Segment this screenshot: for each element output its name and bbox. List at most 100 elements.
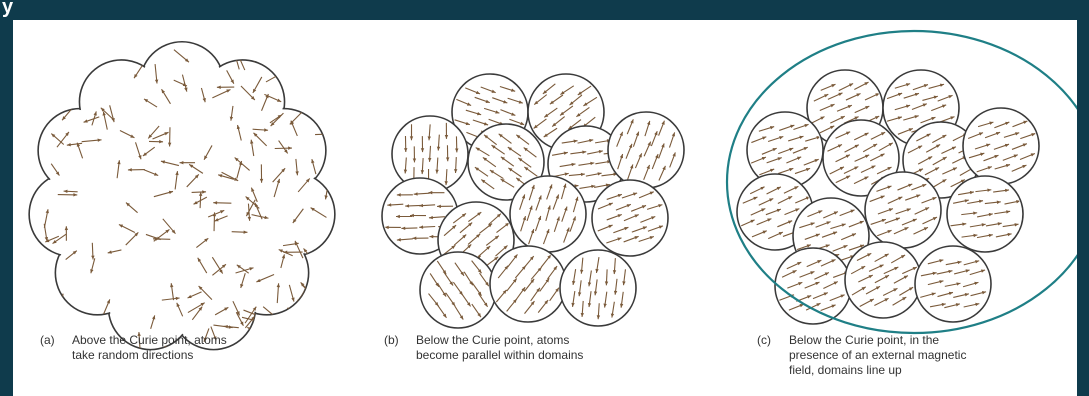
caption-b-line-1: Below the Curie point, atoms [416,333,570,347]
caption-c-line-2: presence of an external magnetic [789,348,967,362]
spin-arrow [500,156,515,167]
spin-arrow [571,290,576,307]
spin-arrow [854,81,869,90]
atom-arrow [181,74,188,92]
spin-arrow [506,298,518,312]
spin-arrow [869,195,885,203]
spin-arrow [868,264,884,272]
spin-arrow [460,292,472,307]
atom-arrow [50,163,60,176]
corner-letter: y [2,0,14,18]
spin-arrow [994,121,1010,129]
atom-arrow [70,60,87,65]
spin-arrow [539,278,550,292]
atom-arrow [179,160,196,165]
spin-arrow [890,254,906,264]
spin-arrow [622,269,627,286]
spin-arrow [651,153,659,170]
atom-arrow [269,114,283,124]
spin-arrow [535,195,542,211]
atom-arrow [226,70,235,84]
spin-arrow [830,223,846,230]
atom-arrow [83,116,100,123]
b-domain [559,249,637,327]
spin-arrow [778,167,794,175]
spin-arrow [597,202,614,210]
spin-arrow [463,271,474,286]
spin-arrow [533,118,547,129]
spin-arrow [452,213,467,224]
atom-arrow [100,107,115,121]
spin-arrow [932,178,947,188]
atom-arrow [250,139,255,157]
spin-arrow [549,94,564,105]
spin-arrow [455,136,459,153]
spin-arrow [804,233,821,240]
spin-arrow [495,289,507,303]
spin-arrow [850,265,866,275]
atom-arrow [50,133,65,145]
spin-arrow [580,257,584,274]
spin-arrow [786,156,802,164]
spin-arrow [623,235,639,243]
spin-arrow [963,260,980,266]
spin-arrow [1012,120,1028,128]
spin-arrow [568,172,585,177]
atom-arrow [153,229,170,242]
atom-arrow [125,202,138,214]
atom-arrow [173,49,190,63]
atom-arrow [187,291,202,299]
spin-arrow [500,178,515,188]
atom-arrow [325,107,335,119]
atom-arrow [197,257,208,274]
spin-arrow [945,260,962,266]
atom-arrow [254,45,261,63]
spin-arrow [526,205,533,222]
spin-arrow [506,278,518,292]
spin-arrow [994,210,1011,215]
spin-arrow [453,157,458,174]
spin-arrow [623,214,639,222]
spin-arrow [903,115,919,121]
spin-arrow [865,285,881,295]
spin-arrow [553,216,560,232]
atom-arrow [64,226,69,241]
spin-arrow [1011,143,1028,150]
spin-arrow [777,220,793,228]
spin-arrow [427,124,431,141]
spin-arrow [788,303,804,311]
spin-arrow [445,145,450,162]
atom-arrow [292,208,304,224]
atom-arrow [260,329,266,348]
atom-arrow [107,249,122,254]
spin-arrow [807,210,823,218]
spin-arrow [617,153,624,170]
spin-arrow [968,152,985,159]
spin-arrow [983,154,999,162]
atom-arrow [273,46,290,58]
caption-b-line-2: become parallel within domains [416,348,584,362]
atom-arrow [213,324,233,329]
atom-arrow [288,284,295,302]
atom-arrow [207,209,225,218]
spin-arrow [559,105,574,116]
spin-arrow [832,244,848,252]
spin-arrow [560,85,575,96]
spin-arrow [944,282,961,287]
spin-arrow [860,165,876,173]
spin-arrow [508,167,522,178]
atom-arrow [170,283,175,301]
spin-arrow [668,132,676,148]
spin-arrow [821,231,838,238]
atom-arrow [103,299,111,315]
spin-arrow [559,162,576,168]
atom-arrow [261,93,269,111]
atom-arrow [48,41,61,53]
spin-arrow [823,281,839,289]
spin-arrow [542,83,556,95]
spin-arrow [893,226,909,235]
atom-arrow [60,60,80,64]
spin-arrow [537,299,549,313]
spin-arrow [927,259,944,265]
spin-arrow [874,274,890,284]
